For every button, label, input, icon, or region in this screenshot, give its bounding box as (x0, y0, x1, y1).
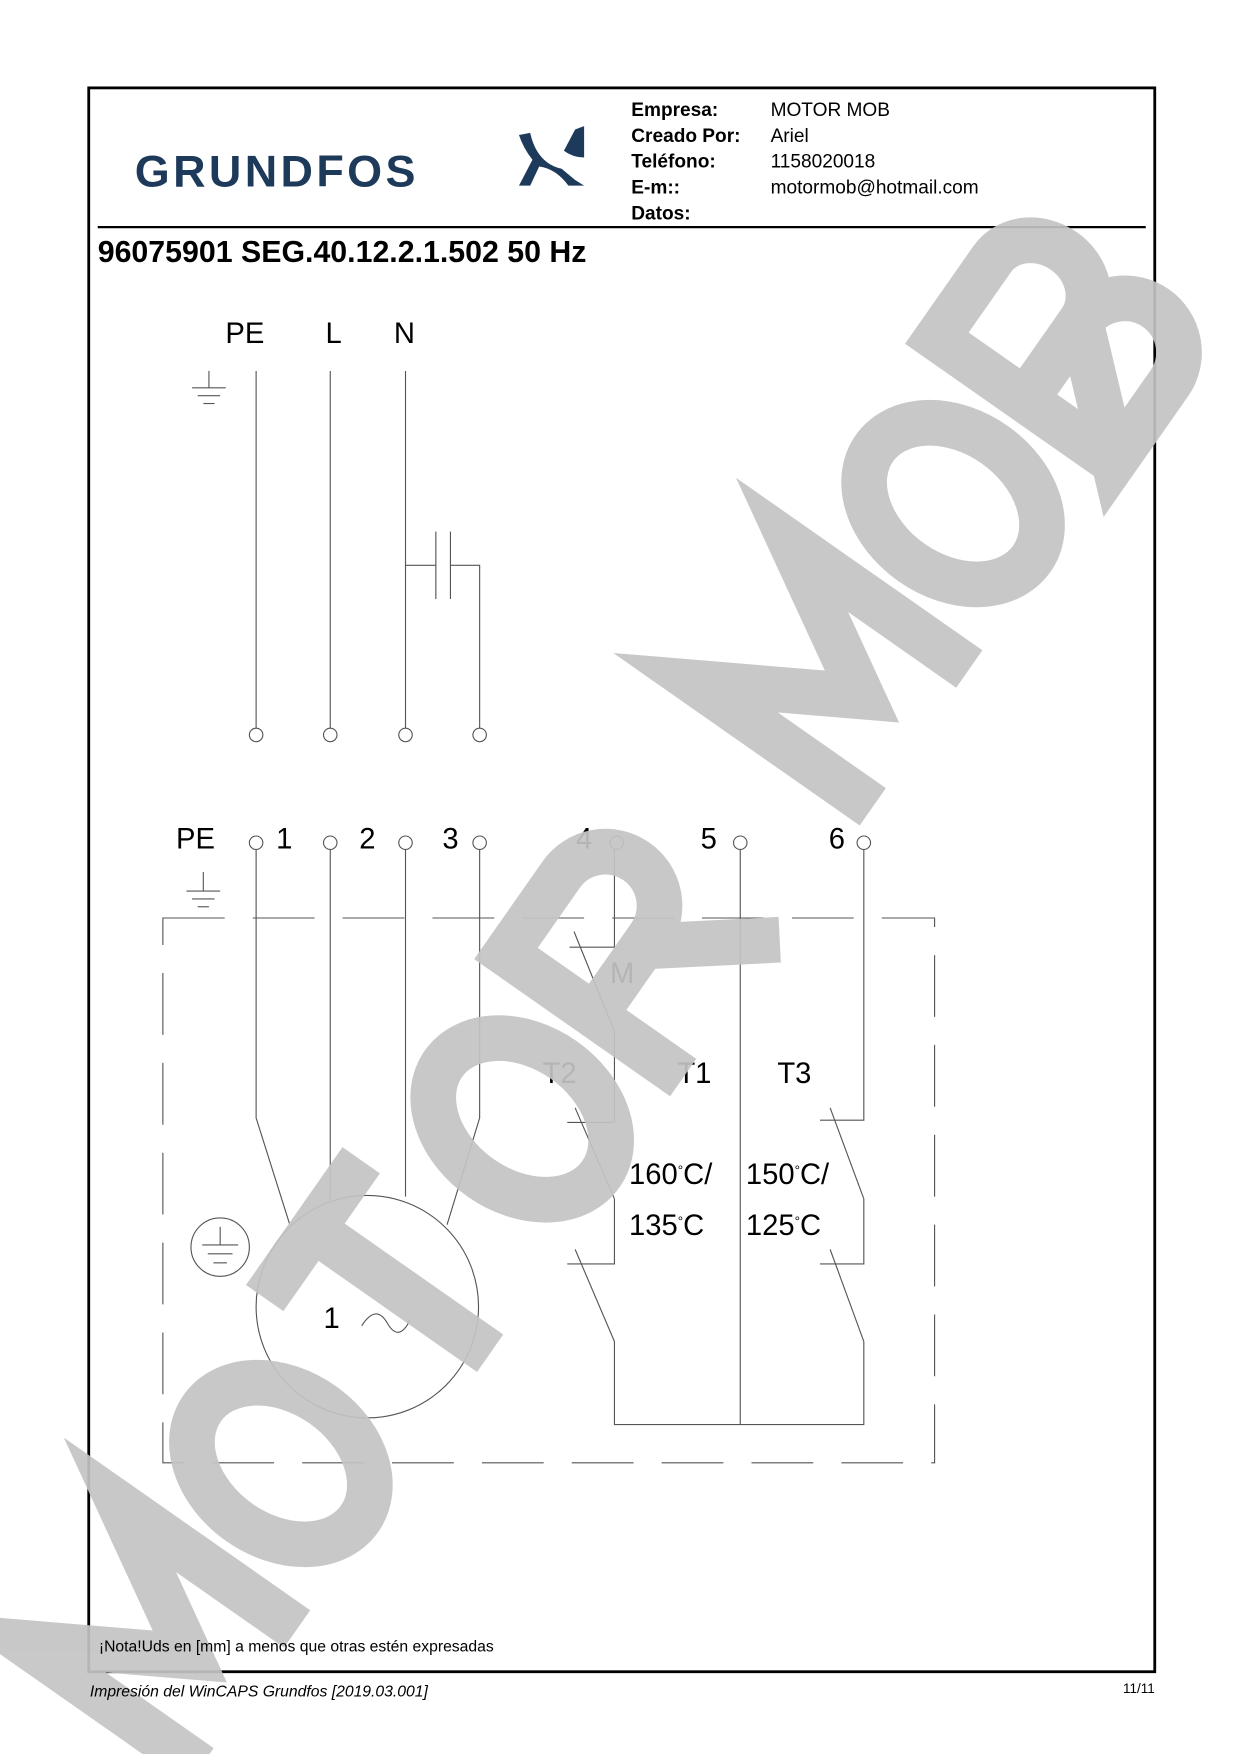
temp-right-lower: 125°C (746, 1210, 821, 1242)
field-label: Empresa: (631, 100, 718, 121)
supply-label-pe: PE (225, 318, 264, 350)
terminal-label: 2 (359, 823, 375, 855)
page-number: 11/11 (1123, 1681, 1155, 1696)
terminal-label: 6 (829, 823, 845, 855)
field-label: Teléfono: (631, 152, 715, 173)
footer-print-info: Impresión del WinCAPS Grundfos [2019.03.… (90, 1683, 429, 1700)
field-value: Ariel (771, 126, 809, 147)
ground-icon (186, 871, 221, 908)
ac-tilde-icon (361, 1313, 411, 1333)
terminal-label: 5 (701, 823, 717, 855)
terminal-label: PE (176, 823, 215, 855)
header-fields: Empresa: MOTOR MOB Creado Por: Ariel Tel… (631, 100, 978, 224)
watermark (0, 217, 1202, 1754)
grundfos-logo: GRUNDFOS (135, 126, 585, 197)
temp-right-upper: 150°C/ (746, 1159, 830, 1191)
field-value: motormob@hotmail.com (771, 177, 979, 198)
supply-label-l: L (326, 318, 342, 350)
thermal-label-t3: T3 (777, 1058, 811, 1090)
motor-label: 1 (324, 1303, 340, 1335)
supply-wiring (248, 370, 487, 743)
ground-icon (192, 370, 226, 405)
grundfos-x-icon (518, 126, 585, 186)
field-label: Creado Por: (631, 126, 740, 147)
terminal-label: 3 (442, 823, 458, 855)
supply-label-n: N (394, 318, 415, 350)
ground-circle-icon (190, 1217, 250, 1277)
motor-wiring (248, 835, 872, 1426)
field-value: 1158020018 (771, 152, 876, 173)
page-border (87, 86, 1157, 1674)
page-title: 96075901 SEG.40.12.2.1.502 50 Hz (98, 236, 587, 269)
field-value: MOTOR MOB (771, 100, 890, 121)
motor-diagram: PE 1 2 3 4 5 6 (162, 823, 936, 1464)
units-note: ¡Nota!Uds en [mm] a menos que otras esté… (99, 1639, 494, 1656)
temp-left-lower: 135°C (629, 1210, 704, 1242)
field-label: E-m:: (631, 177, 680, 198)
logo-text: GRUNDFOS (135, 146, 419, 197)
supply-diagram: PE L N (192, 318, 487, 743)
temp-left-upper: 160°C/ (629, 1159, 713, 1191)
field-label: Datos: (631, 203, 690, 224)
terminal-label: 1 (276, 823, 292, 855)
